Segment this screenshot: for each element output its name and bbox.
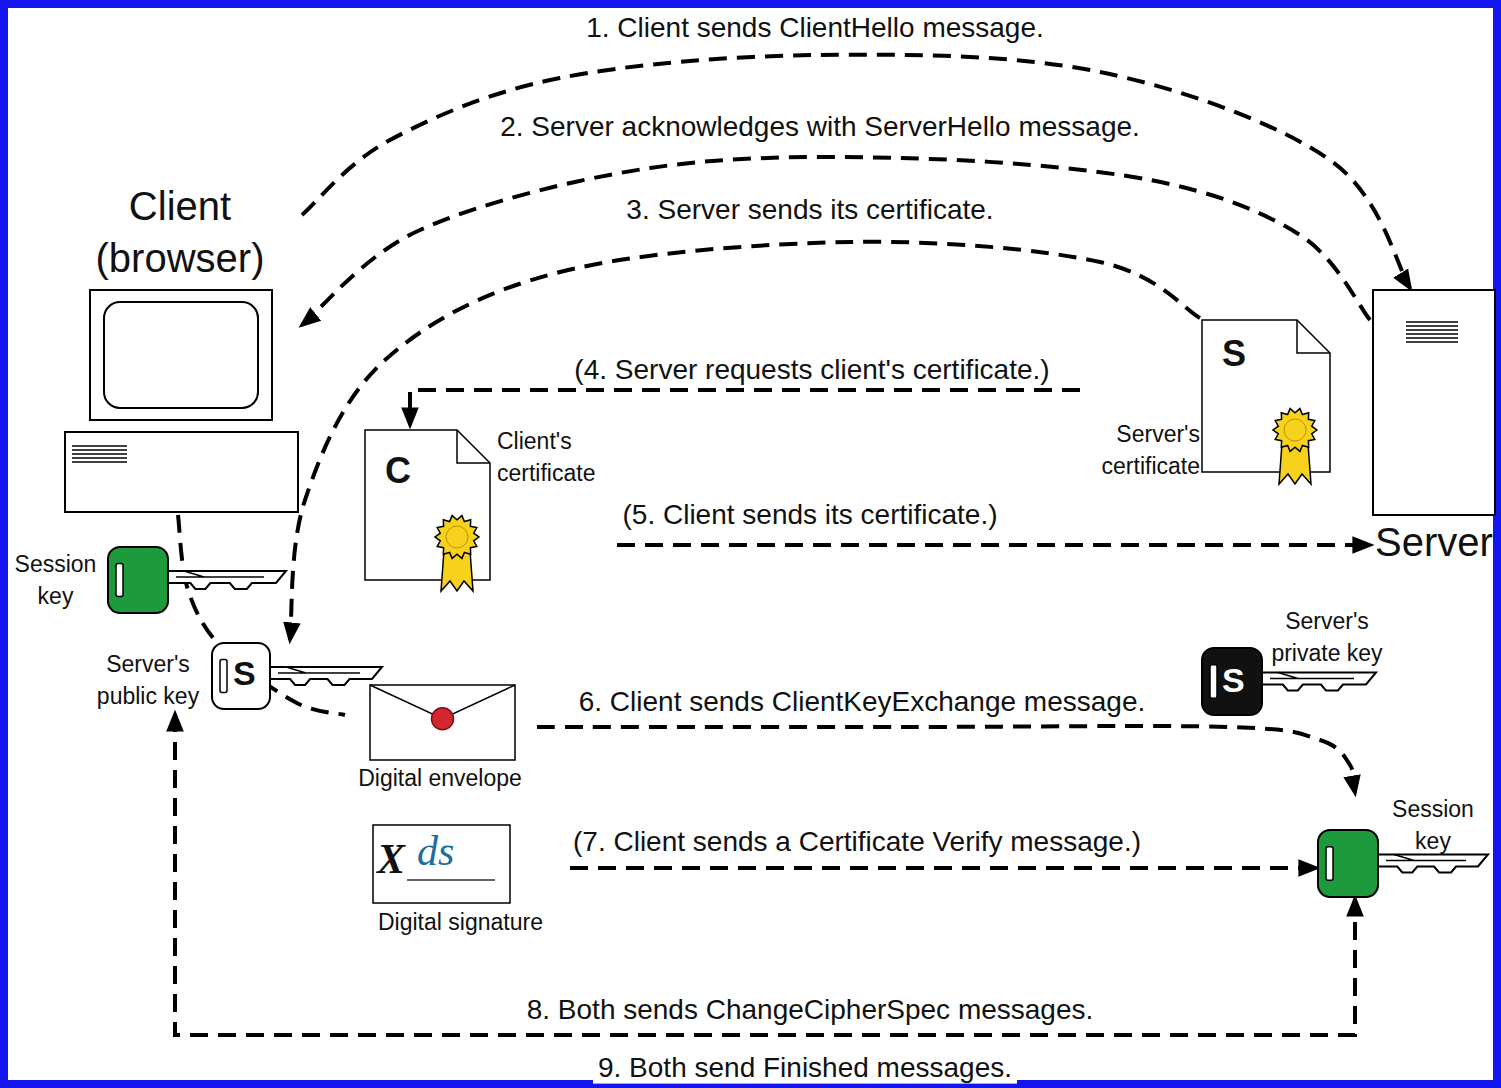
diagram-node: Digital envelope bbox=[345, 685, 537, 796]
dashed-connector bbox=[410, 390, 1080, 425]
certificate-label: Client's certificate bbox=[497, 425, 615, 489]
step-label: 8. Both sends ChangeCipherSpec messages. bbox=[522, 995, 1099, 1026]
step-label: 1. Client sends ClientHello message. bbox=[581, 13, 1049, 44]
certificate-label: Server's certificate bbox=[1080, 418, 1200, 482]
node-heading: Client (browser) bbox=[60, 180, 300, 284]
dashed-connector bbox=[537, 726, 1355, 793]
certificate-letter: S bbox=[1222, 332, 1262, 375]
step-label: (4. Server requests client's certificate… bbox=[569, 355, 1054, 386]
dashed-connector bbox=[302, 55, 1410, 288]
diagram-node: Client (browser) bbox=[60, 180, 302, 515]
dashed-connector bbox=[175, 714, 1355, 1035]
node-icon bbox=[60, 180, 300, 515]
signature-label: Digital signature bbox=[378, 906, 568, 938]
key-label: Session key bbox=[8, 548, 103, 612]
diagram-node: C Client's certificate bbox=[365, 425, 617, 603]
diagram-node: Server bbox=[1370, 288, 1500, 570]
key-letter: S bbox=[233, 653, 263, 694]
envelope-label: Digital envelope bbox=[345, 762, 535, 794]
certificate-letter: C bbox=[385, 449, 425, 492]
dashed-connector bbox=[617, 543, 1370, 547]
dashed-connector bbox=[290, 242, 1200, 640]
step-label: 9. Both send Finished messages. bbox=[593, 1053, 1017, 1084]
key-label: Server's private key bbox=[1262, 605, 1392, 669]
signature-mark: X bbox=[377, 836, 409, 882]
diagram-node: XdsDigital signature bbox=[373, 822, 570, 940]
step-label: 2. Server acknowledges with ServerHello … bbox=[495, 112, 1145, 143]
step-label: (7. Client sends a Certificate Verify me… bbox=[568, 827, 1146, 858]
step-label: 6. Client sends ClientKeyExchange messag… bbox=[574, 687, 1151, 718]
key-label: Session key bbox=[1378, 793, 1488, 857]
step-label: (5. Client sends its certificate.) bbox=[617, 500, 1002, 531]
key-label: Server's public key bbox=[88, 648, 208, 712]
dashed-connector bbox=[178, 515, 345, 715]
dashed-connector bbox=[570, 866, 1316, 870]
signature-initials: ds bbox=[417, 828, 487, 874]
key-letter: S bbox=[1222, 660, 1252, 701]
diagram-node: S Server's public key bbox=[88, 640, 393, 714]
node-heading: Server bbox=[1370, 516, 1498, 568]
diagram-node: Session key bbox=[1316, 793, 1498, 899]
diagram-node: S Server's certificate bbox=[1080, 318, 1332, 496]
step-label: 3. Server sends its certificate. bbox=[621, 195, 998, 226]
diagram-node: SServer's private key bbox=[1200, 605, 1394, 717]
diagram-node: Session key bbox=[8, 545, 293, 615]
